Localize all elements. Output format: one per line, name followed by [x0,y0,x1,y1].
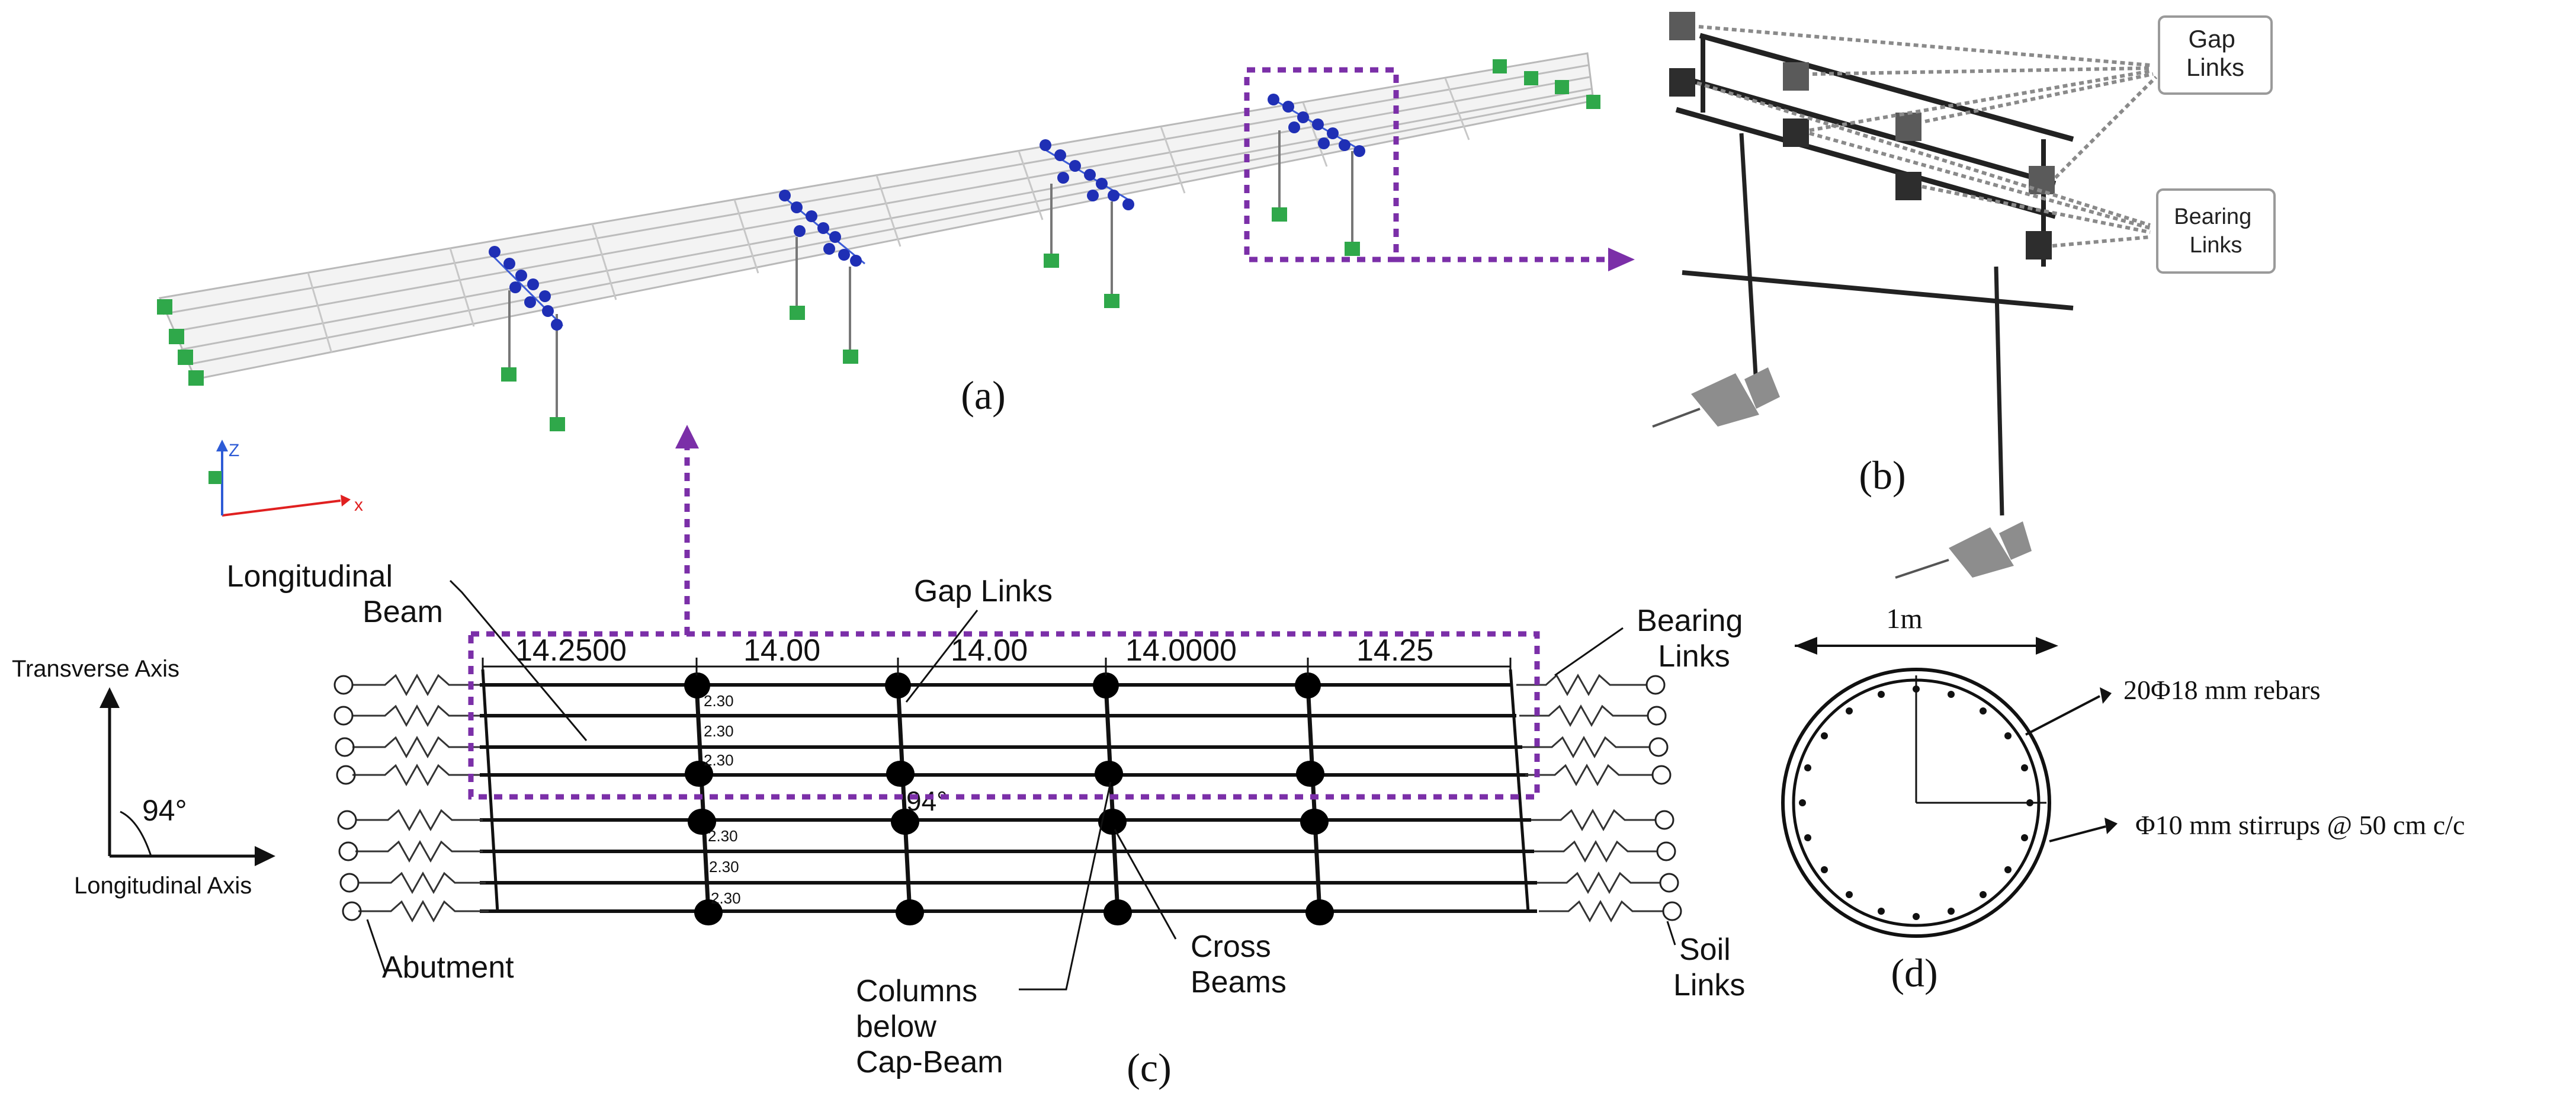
right-abutment-line [1509,669,1530,913]
label-bearing-links: Bearing Links [1637,604,1751,674]
deck-line-3 [180,88,1592,351]
panel-d-label: (d) [1891,950,1937,995]
spacing-labels: 2.30 2.30 2.30 2.30 2.30 2.30 [704,692,741,907]
diameter-label: 1m [1886,603,1922,635]
rebar-dots [1799,685,2033,920]
deck-grid [307,78,1470,354]
bearing-links-line-1: Bearing [2174,204,2251,229]
left-springs [352,673,489,923]
right-springs [1516,673,1663,923]
bearing-links-callout-text: Bearing Links [2174,204,2258,258]
panel-b-label: (b) [1859,453,1905,498]
column-nodes [684,672,1334,925]
panel-a-3d-model: (a) [157,52,1635,431]
deck-line-4 [188,94,1593,366]
leader-soil-links [1666,921,1676,946]
gap-links-line-1: Gap [2188,25,2235,53]
panel-d-column-section: 1m 20Φ18 mm rebars Φ10 mm stirrups @ 50 … [1781,603,2465,995]
left-soil-nodes [333,675,362,921]
span-length-3: 14.00 [951,633,1028,668]
bearing-links-line-2: Links [2190,233,2243,258]
leader-gap-links [905,610,979,703]
label-cross-beams-line-2: Beams [1191,965,1287,999]
right-abutment-supports [1493,59,1600,109]
leader-bearing-links [1554,627,1624,677]
span-length-1: 14.2500 [515,633,627,668]
label-columns-line-2: below [856,1010,936,1044]
label-bearing-links-line-2: Links [1658,639,1730,674]
pier-1 [489,246,565,431]
base-springs [1691,367,2032,578]
spacing-4: 2.30 [708,827,738,845]
spacing-1: 2.30 [704,692,734,710]
pier-2 [779,190,865,364]
axis-z-label: Z [229,441,239,460]
label-bearing-links-line-1: Bearing [1637,604,1743,638]
span-length-labels: 14.2500 14.00 14.00 14.0000 14.25 [515,633,1433,668]
longitudinal-axis-label: Longitudinal Axis [74,873,252,899]
rebars-label: 20Φ18 mm rebars [2123,675,2321,705]
gap-links-callout-box [2158,15,2273,95]
axis-x-label: x [354,495,363,515]
deck-line-2 [171,76,1590,333]
gap-links-callout-text: Gap Links [2186,25,2244,81]
label-longitudinal-beam-line-1: Longitudinal [227,559,393,594]
spacing-3: 2.30 [704,751,734,769]
pier-3 [1040,139,1134,308]
leader-longitudinal-beam [449,579,588,741]
label-columns-line-3: Cap-Beam [856,1045,1003,1079]
callout-arrow-c-to-a [675,425,699,635]
skew-angle-label: 94° [906,786,948,816]
callout-box-plan [468,631,1540,800]
label-columns: Columns below Cap-Beam [856,974,1003,1079]
span-length-2: 14.00 [743,633,820,668]
bearing-links-leaders [1696,81,2151,248]
pier-4 [1268,94,1365,256]
gap-links-leaders [1698,25,2158,180]
transverse-axis-label: Transverse Axis [12,656,179,682]
panel-c-label: (c) [1127,1045,1171,1090]
axes-diagram: Transverse Axis Longitudinal Axis 94° [12,656,275,899]
label-soil-links-line-1: Soil [1679,933,1731,967]
left-abutment-supports [157,299,204,386]
dimension-ticks [482,658,1512,675]
label-soil-links: Soil Links [1673,933,1745,1002]
panel-c-plan: 14.2500 14.00 14.00 14.0000 14.25 2.30 2… [227,559,1751,1090]
axis-triad: Z x [208,440,363,517]
column-outer-circle [1781,668,2051,938]
rebars-leader [2025,695,2100,736]
label-abutment: Abutment [382,950,514,985]
bearing-links-callout-box [2156,188,2276,274]
left-abutment-line [481,669,499,913]
leader-abutment [366,919,386,972]
spacing-2: 2.30 [704,722,734,740]
axes-angle-label: 94° [142,794,187,827]
stirrups-leader [2049,825,2106,842]
span-length-4: 14.0000 [1125,633,1237,668]
deck-line-1 [162,64,1589,315]
panel-b-pier-detail: Gap Links Bearing Links (b) [1652,12,2276,579]
panel-a-label: (a) [961,373,1005,418]
longitudinal-beams [480,683,1537,913]
label-longitudinal-beam-line-2: Beam [362,595,443,629]
gap-links-line-2: Links [2186,53,2244,81]
label-longitudinal-beam: Longitudinal Beam [227,559,443,629]
callout-arrowhead-to-b [1608,248,1635,271]
spacing-5: 2.30 [709,858,739,876]
span-length-5: 14.25 [1356,633,1433,668]
stirrups-label: Φ10 mm stirrups @ 50 cm c/c [2135,810,2465,840]
label-cross-beams: Cross Beams [1191,930,1287,999]
spacing-6: 2.30 [711,889,741,907]
leader-cross-beams [1114,829,1177,940]
leader-columns [1019,781,1112,991]
label-cross-beams-line-1: Cross [1191,930,1271,964]
label-columns-line-1: Columns [856,974,977,1008]
label-soil-links-line-2: Links [1673,968,1745,1002]
label-gap-links: Gap Links [914,574,1053,608]
right-soil-nodes [1645,675,1682,921]
